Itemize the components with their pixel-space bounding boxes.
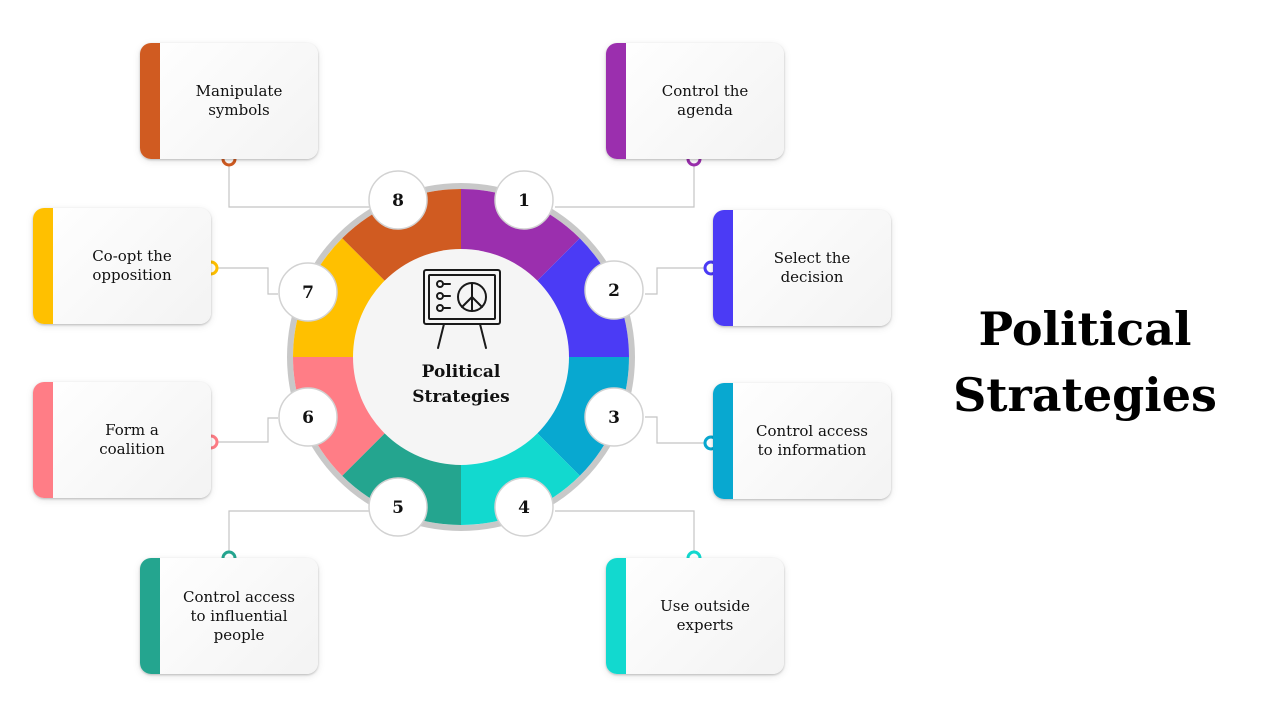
badge-number: 2: [608, 281, 620, 301]
badge-number: 1: [518, 191, 530, 211]
step-card-accent: [713, 210, 733, 326]
center-title-line2: Strategies: [412, 387, 510, 407]
step-text-line: Manipulate: [195, 82, 283, 100]
center-disk: [353, 249, 569, 465]
ring-segment-3: [534, 357, 629, 476]
center-title: Political Strategies: [391, 360, 531, 410]
badge-circle: [494, 477, 554, 537]
ring-segments: [293, 189, 629, 525]
slide-title-line2: Strategies: [953, 368, 1217, 422]
slide-title-line1: Political: [978, 302, 1192, 356]
connector-6: [212, 417, 278, 443]
connector-1: [555, 159, 695, 208]
step-text-line: decision: [780, 268, 844, 286]
badge-circle: [584, 260, 644, 320]
connector-7: [212, 267, 278, 295]
badge-number: 3: [608, 408, 620, 428]
ring-segment-6: [293, 357, 388, 476]
connector-3: [645, 416, 710, 444]
badge-number: 5: [392, 498, 404, 518]
step-card-accent: [140, 558, 160, 674]
number-badge-5: 5: [368, 477, 428, 537]
step-text-line: Control access: [183, 587, 295, 606]
connector-5: [228, 510, 370, 558]
number-badge-7: 7: [278, 262, 338, 322]
center-title-line1: Political: [421, 362, 501, 382]
step-text-line: Form a: [105, 421, 159, 439]
step-text-line: symbols: [208, 101, 270, 119]
step-card-accent: [713, 383, 733, 499]
badge-circle: [494, 170, 554, 230]
step-card-accent: [33, 382, 53, 498]
ring-segment-2: [534, 238, 629, 357]
badge-circle: [584, 387, 644, 447]
step-text-line: people: [213, 625, 265, 644]
step-text-line: to influential: [190, 606, 288, 625]
connector-8: [228, 159, 370, 208]
ring-segment-1: [461, 189, 580, 284]
step-card-accent: [33, 208, 53, 324]
number-badge-1: 1: [494, 170, 554, 230]
number-badge-8: 8: [368, 170, 428, 230]
slide-title: Political Strategies: [920, 296, 1250, 428]
badge-number: 7: [302, 283, 314, 303]
connector-2: [645, 267, 710, 295]
step-text-line: Control access: [756, 422, 868, 440]
step-text-line: experts: [676, 616, 734, 634]
step-text-line: agenda: [677, 101, 733, 119]
ring-segment-7: [293, 238, 388, 357]
badge-number: 4: [518, 498, 530, 518]
step-card-accent: [606, 558, 626, 674]
number-badge-4: 4: [494, 477, 554, 537]
step-text-line: Select the: [773, 249, 851, 267]
step-text-line: opposition: [92, 266, 172, 284]
badge-number: 8: [392, 191, 404, 211]
presentation-board-peace-icon: [423, 269, 501, 349]
connector-4: [555, 510, 695, 558]
step-text-line: Control the: [661, 82, 749, 100]
number-badge-2: 2: [584, 260, 644, 320]
badge-circle: [278, 262, 338, 322]
badge-circle: [368, 170, 428, 230]
step-text-line: Co-opt the: [92, 247, 172, 265]
step-card-accent: [606, 43, 626, 159]
step-text-line: to information: [757, 441, 867, 459]
badge-circle: [368, 477, 428, 537]
number-badges: 1 2 3 4 5 6 7 8: [278, 170, 644, 537]
step-text-line: coalition: [99, 440, 165, 458]
badge-number: 6: [302, 408, 314, 428]
ring-segment-8: [342, 189, 461, 284]
step-card-accent: [140, 43, 160, 159]
badge-circle: [278, 387, 338, 447]
connector-lines: [212, 159, 710, 558]
number-badge-3: 3: [584, 387, 644, 447]
number-badge-6: 6: [278, 387, 338, 447]
step-text-line: Use outside: [660, 597, 750, 615]
